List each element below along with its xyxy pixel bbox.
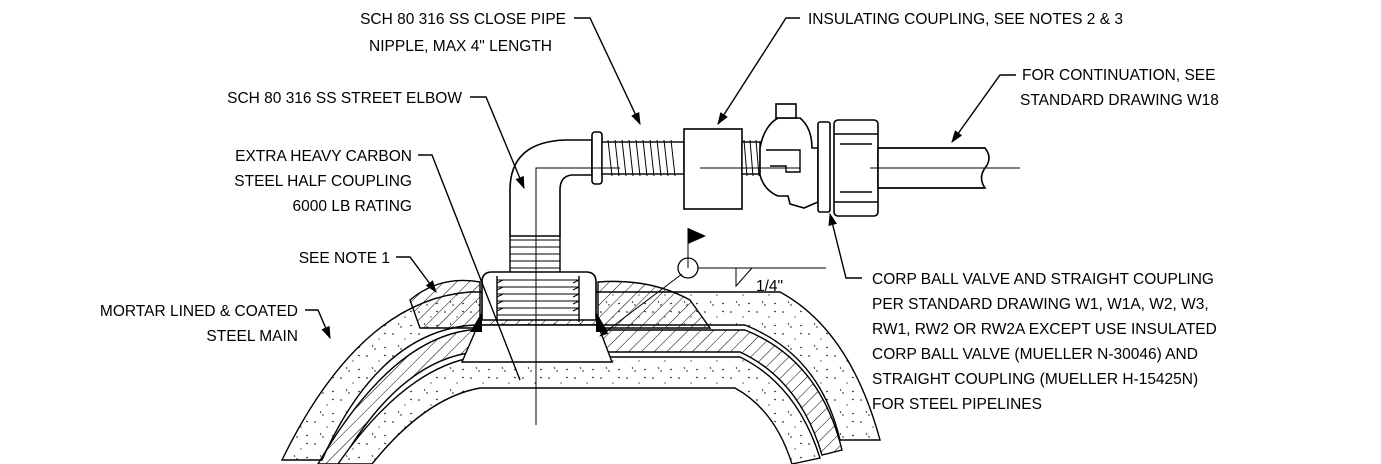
elbow-flange	[591, 131, 603, 185]
corp-valve-label-line-4: CORP BALL VALVE (MUELLER N-30046) AND	[872, 346, 1198, 363]
callouts: SCH 80 316 SS CLOSE PIPE NIPPLE, MAX 4" …	[100, 11, 1219, 413]
close-nipple-label-line-2: NIPPLE, MAX 4" LENGTH	[369, 38, 552, 55]
valve-nut-ring	[817, 121, 831, 213]
corp-valve-label-line-6: FOR STEEL PIPELINES	[872, 396, 1042, 413]
steel-wall	[317, 329, 843, 464]
half-coupling-label-line-1: EXTRA HEAVY CARBON	[235, 148, 412, 165]
close-nipple	[601, 139, 685, 177]
fillet-weld-left	[470, 312, 482, 332]
steel-main	[280, 279, 881, 464]
continuation-label-line-1: FOR CONTINUATION, SEE	[1022, 67, 1215, 84]
leaders	[305, 17, 1016, 381]
corp-ball-valve	[759, 103, 879, 217]
close-nipple-label-line-1: SCH 80 316 SS CLOSE PIPE	[360, 11, 566, 28]
tap-opening	[460, 324, 614, 363]
half-coupling-label-line-3: 6000 LB RATING	[293, 198, 412, 215]
corp-valve-label-line-5: STRAIGHT COUPLING (MUELLER H-15425N)	[872, 371, 1198, 388]
steel-main-label-line-1: MORTAR LINED & COATED	[100, 303, 298, 320]
fillet-weld-right	[596, 312, 608, 332]
insulating-coupling-label: INSULATING COUPLING, SEE NOTES 2 & 3	[808, 11, 1123, 28]
street-elbow	[509, 131, 603, 272]
weld-size-label: 1/4"	[756, 278, 783, 295]
weld-symbol: 1/4"	[599, 228, 826, 337]
steel-main-label-line-2: STEEL MAIN	[206, 328, 298, 345]
elbow-thread	[510, 239, 560, 269]
corp-valve-label-line-2: PER STANDARD DRAWING W1, W1A, W2, W3,	[872, 296, 1209, 313]
corp-valve-label-line-1: CORP BALL VALVE AND STRAIGHT COUPLING	[872, 271, 1214, 288]
street-elbow-label: SCH 80 316 SS STREET ELBOW	[227, 90, 462, 107]
half-coupling-label-line-2: STEEL HALF COUPLING	[234, 173, 412, 190]
mortar-coating	[280, 291, 881, 461]
continuation-label-line-2: STANDARD DRAWING W18	[1020, 92, 1219, 109]
see-note-1-label: SEE NOTE 1	[299, 250, 390, 267]
coupling-threads	[496, 276, 580, 322]
corp-valve-label-line-3: RW1, RW2 OR RW2A EXCEPT USE INSULATED	[872, 321, 1217, 338]
half-coupling	[470, 271, 608, 332]
weld-buildup	[409, 279, 712, 329]
mortar-lining	[337, 356, 821, 464]
center-lines	[535, 167, 1020, 425]
insulating-coupling	[683, 128, 761, 210]
